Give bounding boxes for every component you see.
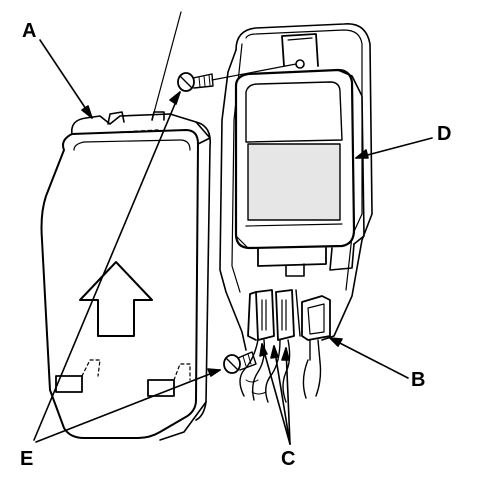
mounting-hole: [296, 60, 304, 68]
callout-e: E: [20, 448, 34, 470]
unit-panel: [248, 144, 340, 220]
control-unit: [236, 34, 364, 276]
screw-bottom: [224, 352, 256, 373]
screw-guide-line: [212, 64, 296, 80]
callout-a: A: [22, 20, 37, 42]
cover-slot-left: [56, 376, 82, 392]
screw-top: [178, 73, 213, 91]
leader-lines: [34, 40, 432, 444]
callout-d: D: [437, 123, 452, 145]
reference-line: [152, 12, 181, 120]
cover-panel: [42, 112, 211, 440]
connector-b: [302, 296, 330, 398]
direction-arrow: [80, 262, 152, 336]
callout-b: B: [411, 369, 426, 391]
callout-c: C: [281, 448, 296, 470]
connector-group: [240, 290, 300, 402]
